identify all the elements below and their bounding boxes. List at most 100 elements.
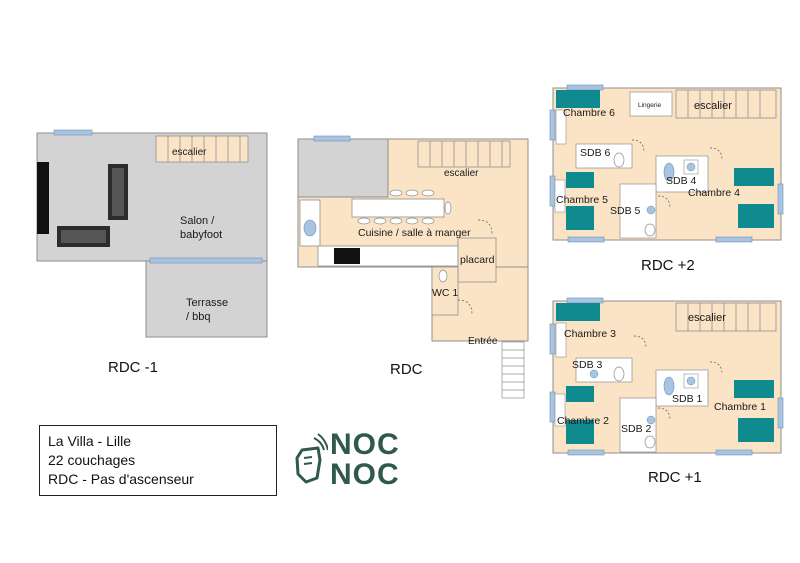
bed (566, 172, 594, 188)
window (549, 175, 556, 207)
logo-line-1: NOC (330, 428, 400, 461)
bed (555, 109, 567, 145)
window (777, 397, 784, 429)
linen-label: Lingerie (638, 102, 662, 109)
hand-knock-icon (295, 433, 328, 484)
door-swing (633, 335, 647, 349)
toilet (644, 223, 656, 237)
bed (566, 420, 594, 444)
bath-2-label: SDB 2 (621, 423, 652, 435)
window (549, 109, 556, 141)
wc-label: WC 1 (432, 287, 458, 299)
floor-rdc-plus-2: Lingerie escalier Chambre 6 SDB 6 SDB 4 … (549, 84, 784, 274)
lounge-label-2: babyfoot (180, 229, 222, 241)
nocnoc-logo: NOC NOC (292, 430, 412, 492)
window (567, 236, 605, 243)
toilet (644, 435, 656, 449)
sink (303, 219, 317, 237)
entrance-steps (501, 341, 525, 399)
door-swing (477, 219, 493, 235)
staircase (155, 135, 249, 163)
staircase-label: escalier (172, 147, 207, 158)
bed (738, 204, 774, 228)
toilet (438, 269, 448, 283)
sink-basin (646, 415, 656, 425)
window (567, 449, 605, 456)
logo-wordmark: NOC NOC (330, 430, 400, 490)
bath-5-label: SDB 5 (610, 205, 641, 217)
sink-basin (686, 162, 696, 172)
door-swing (709, 147, 723, 161)
floor-title: RDC -1 (108, 359, 158, 376)
window (53, 129, 93, 136)
floor-rdc-minus-1: escalier Salon / babyfoot Terrasse / bbq… (36, 129, 268, 376)
bedroom-6-label: Chambre 6 (563, 107, 615, 119)
floor-title: RDC (390, 361, 423, 378)
bed (554, 393, 566, 427)
storage-grey (297, 138, 389, 198)
bed (566, 206, 594, 230)
staircase-label: escalier (694, 100, 732, 112)
bed (556, 90, 600, 108)
dining-table (351, 198, 445, 218)
bedroom-2-label: Chambre 2 (557, 415, 609, 427)
terrace-area (145, 260, 268, 338)
stove (334, 248, 360, 264)
bath-3-label: SDB 3 (572, 359, 603, 371)
logo-line-2: NOC (330, 458, 400, 491)
bedroom-3-label: Chambre 3 (564, 328, 616, 340)
bed (556, 303, 600, 321)
sink-basin (589, 369, 599, 379)
terrace-label-2: / bbq (186, 311, 210, 323)
window (566, 84, 604, 91)
floor-title: RDC +1 (648, 469, 702, 486)
sofa-inner (61, 230, 106, 243)
terrace-label: Terrasse (186, 297, 228, 309)
entrance-label: Entrée (468, 336, 498, 347)
door-swing (657, 195, 671, 209)
window (313, 135, 351, 142)
bath-4-label: SDB 4 (666, 175, 697, 187)
staircase (675, 89, 777, 119)
window (149, 257, 263, 264)
chairs (357, 189, 452, 225)
toilet (663, 376, 675, 396)
window (715, 236, 753, 243)
bath-6-label: SDB 6 (580, 147, 611, 159)
bath-1-label: SDB 1 (672, 393, 703, 405)
door-swing (709, 361, 723, 375)
door-swing (657, 407, 671, 421)
bedroom-1-label: Chambre 1 (714, 401, 766, 413)
toilet (663, 162, 675, 182)
window (549, 323, 556, 355)
sink-basin (686, 376, 696, 386)
bath-4 (655, 155, 709, 193)
staircase-label: escalier (688, 312, 726, 324)
bed (554, 179, 566, 213)
window (549, 391, 556, 423)
bed (555, 322, 567, 358)
wall-unit (37, 162, 49, 234)
info-name: La Villa - Lille (48, 433, 132, 449)
bed (566, 386, 594, 402)
floor-rdc: escalier Cuisine / salle à manger placar… (297, 135, 529, 399)
kitchen-label: Cuisine / salle à manger (358, 227, 471, 239)
staircase (675, 302, 777, 332)
floor-title: RDC +2 (641, 257, 695, 274)
info-access: RDC - Pas d'ascenseur (48, 471, 194, 487)
bed (734, 168, 774, 186)
bed (734, 380, 774, 398)
bedroom-4-label: Chambre 4 (688, 187, 740, 199)
window (777, 183, 784, 215)
window (566, 297, 604, 304)
bed (738, 418, 774, 442)
toilet (613, 152, 625, 168)
info-box: La Villa - Lille 22 couchages RDC - Pas … (39, 425, 277, 496)
linen-room (629, 91, 673, 117)
staircase-label: escalier (444, 168, 479, 179)
closet-label: placard (460, 254, 495, 266)
toilet (613, 366, 625, 382)
floor-rdc-plus-1: escalier Chambre 3 SDB 3 SDB 1 Chambre 1… (549, 297, 784, 486)
window (715, 449, 753, 456)
